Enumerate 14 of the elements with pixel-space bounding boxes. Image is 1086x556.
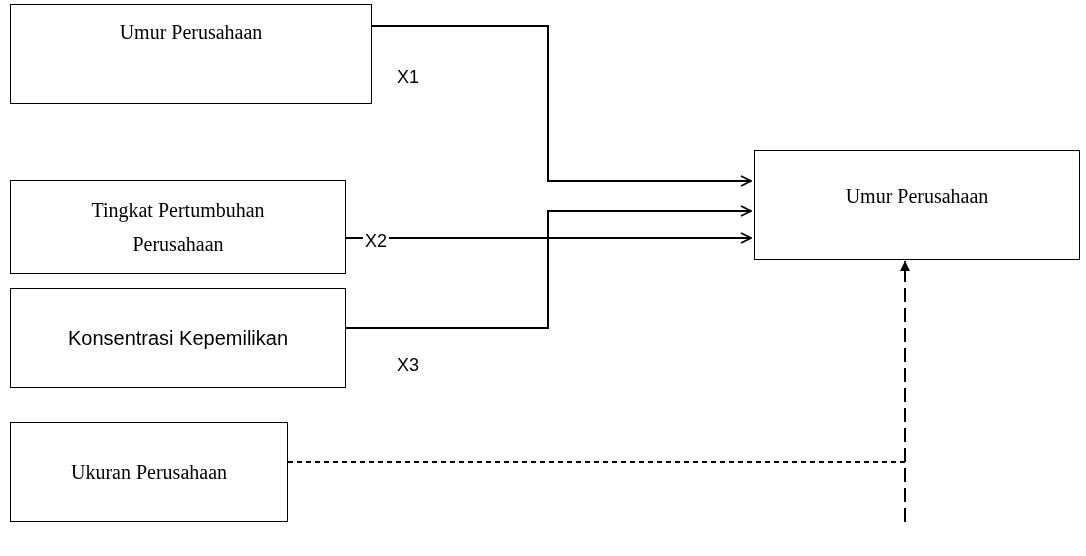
box-label: Ukuran Perusahaan <box>70 460 228 485</box>
text-box <box>10 288 346 388</box>
box-label: Umur Perusahaan <box>845 184 989 209</box>
text-box <box>10 422 288 522</box>
arrow <box>345 205 752 329</box>
text-box <box>10 180 346 274</box>
box-label: Konsentrasi Kepemilikan <box>67 326 289 351</box>
text-box <box>10 4 372 104</box>
box-label: Umur Perusahaan <box>119 20 263 45</box>
arrow <box>345 232 752 244</box>
text-box <box>754 150 1080 260</box>
box-label: Tingkat Pertumbuhan Perusahaan <box>90 198 266 257</box>
arrow <box>371 25 752 187</box>
dashed-arrow <box>900 260 910 523</box>
